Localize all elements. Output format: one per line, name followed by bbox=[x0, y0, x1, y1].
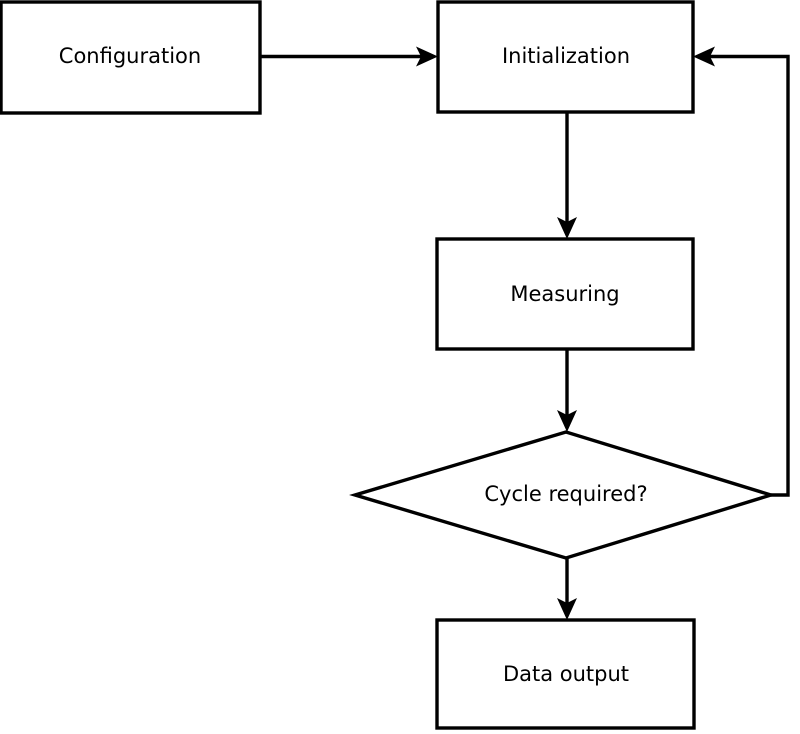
edge-cycle-required-to-initialization bbox=[693, 46, 790, 497]
node-cycle-required[interactable]: Cycle required? bbox=[349, 430, 777, 560]
arrowhead-left-initialization bbox=[693, 46, 715, 67]
node-configuration[interactable]: Configuration bbox=[0, 0, 262, 115]
edge-initialization-to-measuring bbox=[557, 112, 577, 239]
cycle-required-diamond[interactable] bbox=[349, 430, 777, 560]
arrowhead-down-cycle bbox=[557, 410, 577, 432]
edge-cycle-required-to-data-output bbox=[557, 558, 577, 620]
arrowhead-down-dataoutput bbox=[557, 598, 577, 620]
node-initialization[interactable]: Initialization bbox=[436, 0, 695, 114]
measuring-label: Measuring bbox=[510, 282, 619, 306]
data-output-label: Data output bbox=[503, 662, 629, 686]
node-measuring[interactable]: Measuring bbox=[435, 237, 695, 351]
data-output-box[interactable] bbox=[435, 618, 696, 730]
cycle-required-label: Cycle required? bbox=[484, 482, 647, 506]
initialization-box[interactable] bbox=[436, 0, 695, 114]
node-data-output[interactable]: Data output bbox=[435, 618, 696, 730]
measuring-box[interactable] bbox=[435, 237, 695, 351]
edge-configuration-to-initialization bbox=[260, 46, 438, 67]
configuration-box[interactable] bbox=[0, 0, 262, 115]
edge-line-cycle-initialization-loop bbox=[707, 54, 790, 497]
arrowhead-right-initialization bbox=[416, 46, 438, 67]
edge-measuring-to-cycle-required bbox=[557, 349, 577, 432]
arrowhead-down-measuring bbox=[557, 217, 577, 239]
initialization-label: Initialization bbox=[502, 44, 630, 68]
configuration-label: Configuration bbox=[59, 44, 201, 68]
